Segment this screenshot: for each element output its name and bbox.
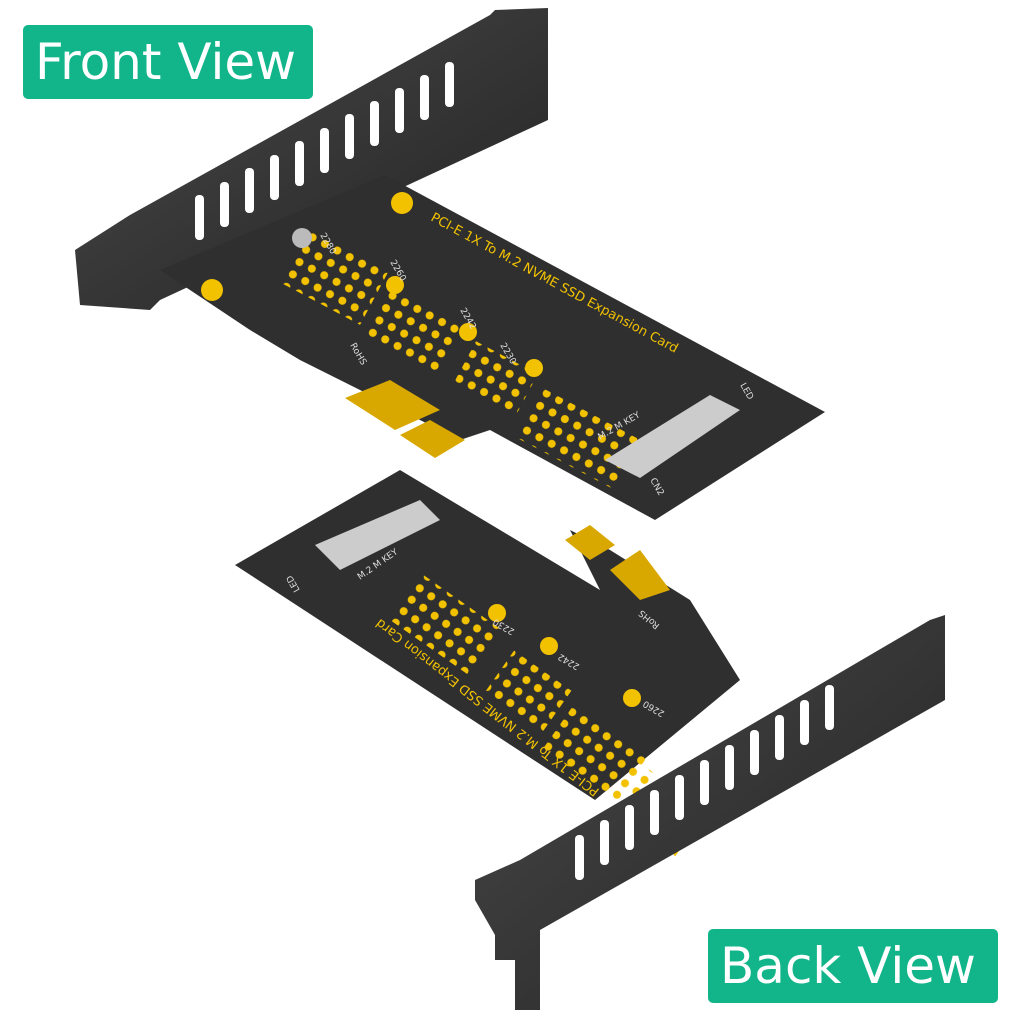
back-m2-slot	[315, 500, 440, 570]
front-m2-slot	[605, 395, 740, 478]
front-view-label: Front View	[23, 25, 313, 99]
front-bracket-vents	[195, 62, 454, 240]
back-pad-grids	[389, 573, 708, 857]
back-bracket-vents	[575, 685, 834, 880]
front-card: PCI-E 1X To M.2 NVME SSD Expansion Card …	[75, 8, 825, 520]
back-view-label: Back View	[708, 929, 998, 1003]
front-mount-holes	[201, 192, 543, 377]
front-pad-grids	[280, 229, 640, 489]
front-bracket	[75, 8, 548, 310]
front-pci-contacts	[345, 380, 440, 430]
